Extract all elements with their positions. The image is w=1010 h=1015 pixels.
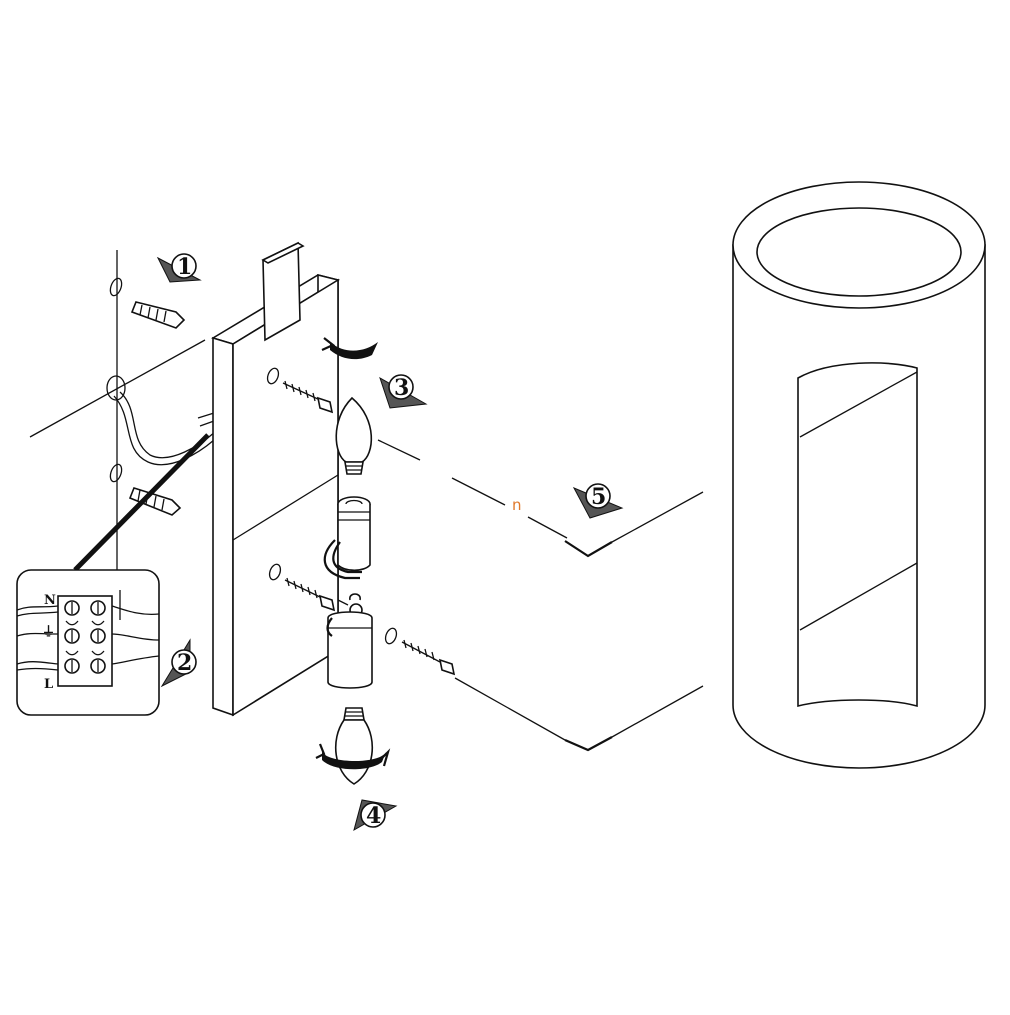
screw-bottom-icon: [384, 627, 456, 676]
mounting-tab: [261, 241, 305, 342]
step-number-2: 2: [177, 650, 192, 676]
candle-bulb-bottom-icon: [335, 707, 373, 785]
candle-bulb-top-icon: [335, 396, 373, 475]
terminal-label-neutral: N: [44, 593, 56, 608]
rotate-arrow-icon: [321, 337, 378, 360]
step-marker-5: 5: [572, 483, 624, 519]
wall-plug-top-icon: [130, 301, 186, 329]
terminal-label-earth: ⏚: [42, 625, 55, 640]
wall-holes: [106, 277, 126, 483]
screw-middle-icon: [268, 563, 336, 612]
step-number-1: 1: [177, 254, 192, 280]
terminal-label-live: L: [44, 677, 53, 692]
step-marker-4: 4: [353, 799, 398, 832]
step-number-4: 4: [366, 803, 381, 829]
step-marker-2: 2: [160, 638, 197, 688]
back-plate: [211, 273, 341, 717]
lamp-socket-top-icon: [323, 496, 371, 580]
step-number-3: 3: [394, 375, 409, 401]
step-marker-3: 3: [379, 374, 428, 409]
rotate-bulb-arrow-icon: [315, 743, 391, 770]
stray-annotation: n: [512, 496, 522, 514]
screw-top-icon: [266, 367, 334, 414]
lamp-socket-bottom-icon: [326, 593, 373, 689]
mains-cable: [73, 391, 216, 572]
step-marker-1: 1: [156, 253, 202, 283]
terminal-block-inset: N ⏚ L: [16, 569, 160, 716]
step-number-5: 5: [591, 484, 606, 510]
cylinder-shade: [732, 181, 986, 769]
wall-guides: [29, 250, 206, 610]
